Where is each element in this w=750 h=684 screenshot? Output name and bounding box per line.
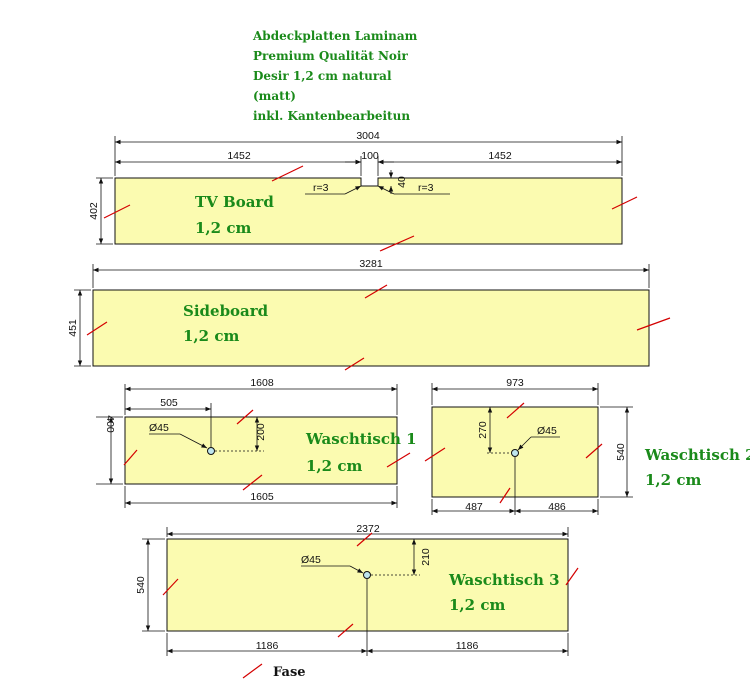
waschtisch2-label: Waschtisch 2 <box>644 446 750 464</box>
sideboard-dim-height: 451 <box>67 319 79 337</box>
tv-board-label: TV Board <box>195 193 274 211</box>
tv-dim-notch: 100 <box>361 150 379 162</box>
wt2-dim-right: 486 <box>548 501 566 513</box>
waschtisch3-outline <box>166 538 569 632</box>
wt1-dim-total-bottom: 1605 <box>250 491 274 503</box>
waschtisch2-panel: 973 540 270 Ø45 487 486 Waschtisch 2 1,2… <box>424 377 750 515</box>
tv-radius-left: r=3 <box>313 182 329 194</box>
wt1-dim-hole-y: 200 <box>255 423 267 441</box>
fase-legend-icon <box>242 663 263 679</box>
sideboard-panel: 3281 451 Sideboard 1,2 cm <box>67 258 671 371</box>
sideboard-dim-total: 3281 <box>359 258 383 270</box>
waschtisch1-outline <box>124 416 398 485</box>
sideboard-outline <box>92 289 650 367</box>
tv-radius-right: r=3 <box>418 182 434 194</box>
wt3-dim-height: 540 <box>135 576 147 594</box>
sideboard-label: Sideboard <box>183 302 269 320</box>
header-line-4: (matt) <box>253 89 296 103</box>
wt3-dim-total: 2372 <box>356 523 380 535</box>
header-line-2: Premium Qualität Noir <box>253 49 408 63</box>
waschtisch1-thickness: 1,2 cm <box>306 457 362 475</box>
tv-board-outline <box>114 177 623 245</box>
wt2-dim-hole-y: 270 <box>477 421 489 439</box>
header-line-1: Abdeckplatten Laminam <box>252 29 418 43</box>
wt2-hole-diameter: Ø45 <box>537 425 557 437</box>
tv-dim-height: 402 <box>88 202 100 220</box>
waschtisch1-panel: 1608 505 200 Ø45 400 1605 Waschtisch 1 1… <box>96 377 417 508</box>
waschtisch2-thickness: 1,2 cm <box>645 471 701 489</box>
tv-dim-right: 1452 <box>488 150 512 162</box>
wt2-dim-total: 973 <box>506 377 524 389</box>
wt2-dim-height: 540 <box>615 443 627 461</box>
wt3-dim-right: 1186 <box>456 640 479 652</box>
wt3-dim-hole-y: 210 <box>420 548 432 566</box>
tv-dim-notch-depth: 40 <box>396 176 408 188</box>
wt1-hole-diameter: Ø45 <box>149 422 169 434</box>
wt3-hole-diameter: Ø45 <box>301 554 321 566</box>
header-line-5: inkl. Kantenbearbeitun <box>253 109 410 123</box>
header-block: Abdeckplatten Laminam Premium Qualität N… <box>252 29 418 123</box>
wt2-dim-left: 487 <box>465 501 483 513</box>
wt2-sink-hole-icon <box>511 449 519 457</box>
tv-dim-total: 3004 <box>356 130 380 142</box>
tv-dim-left: 1452 <box>227 150 251 162</box>
waschtisch3-label: Waschtisch 3 <box>448 571 560 589</box>
wt3-dim-left: 1186 <box>256 640 279 652</box>
sideboard-thickness: 1,2 cm <box>183 327 239 345</box>
wt1-dim-total-top: 1608 <box>250 377 274 389</box>
legend: Fase <box>242 663 306 680</box>
wt3-sink-hole-icon <box>363 571 371 579</box>
tv-board-thickness: 1,2 cm <box>195 219 251 237</box>
waschtisch1-label: Waschtisch 1 <box>305 430 417 448</box>
waschtisch3-thickness: 1,2 cm <box>449 596 505 614</box>
tv-board-panel: 3004 1452 100 1452 40 r=3 r=3 402 TV Boa… <box>88 130 638 252</box>
wt1-dim-hole-x: 505 <box>160 397 178 409</box>
header-line-3: Desir 1,2 cm natural <box>253 69 392 83</box>
legend-label: Fase <box>273 665 306 680</box>
wt1-sink-hole-icon <box>207 447 215 455</box>
wt1-dim-height: 400 <box>104 415 116 433</box>
waschtisch3-panel: 2372 540 210 Ø45 1186 1186 Waschtisch 3 … <box>135 523 579 656</box>
